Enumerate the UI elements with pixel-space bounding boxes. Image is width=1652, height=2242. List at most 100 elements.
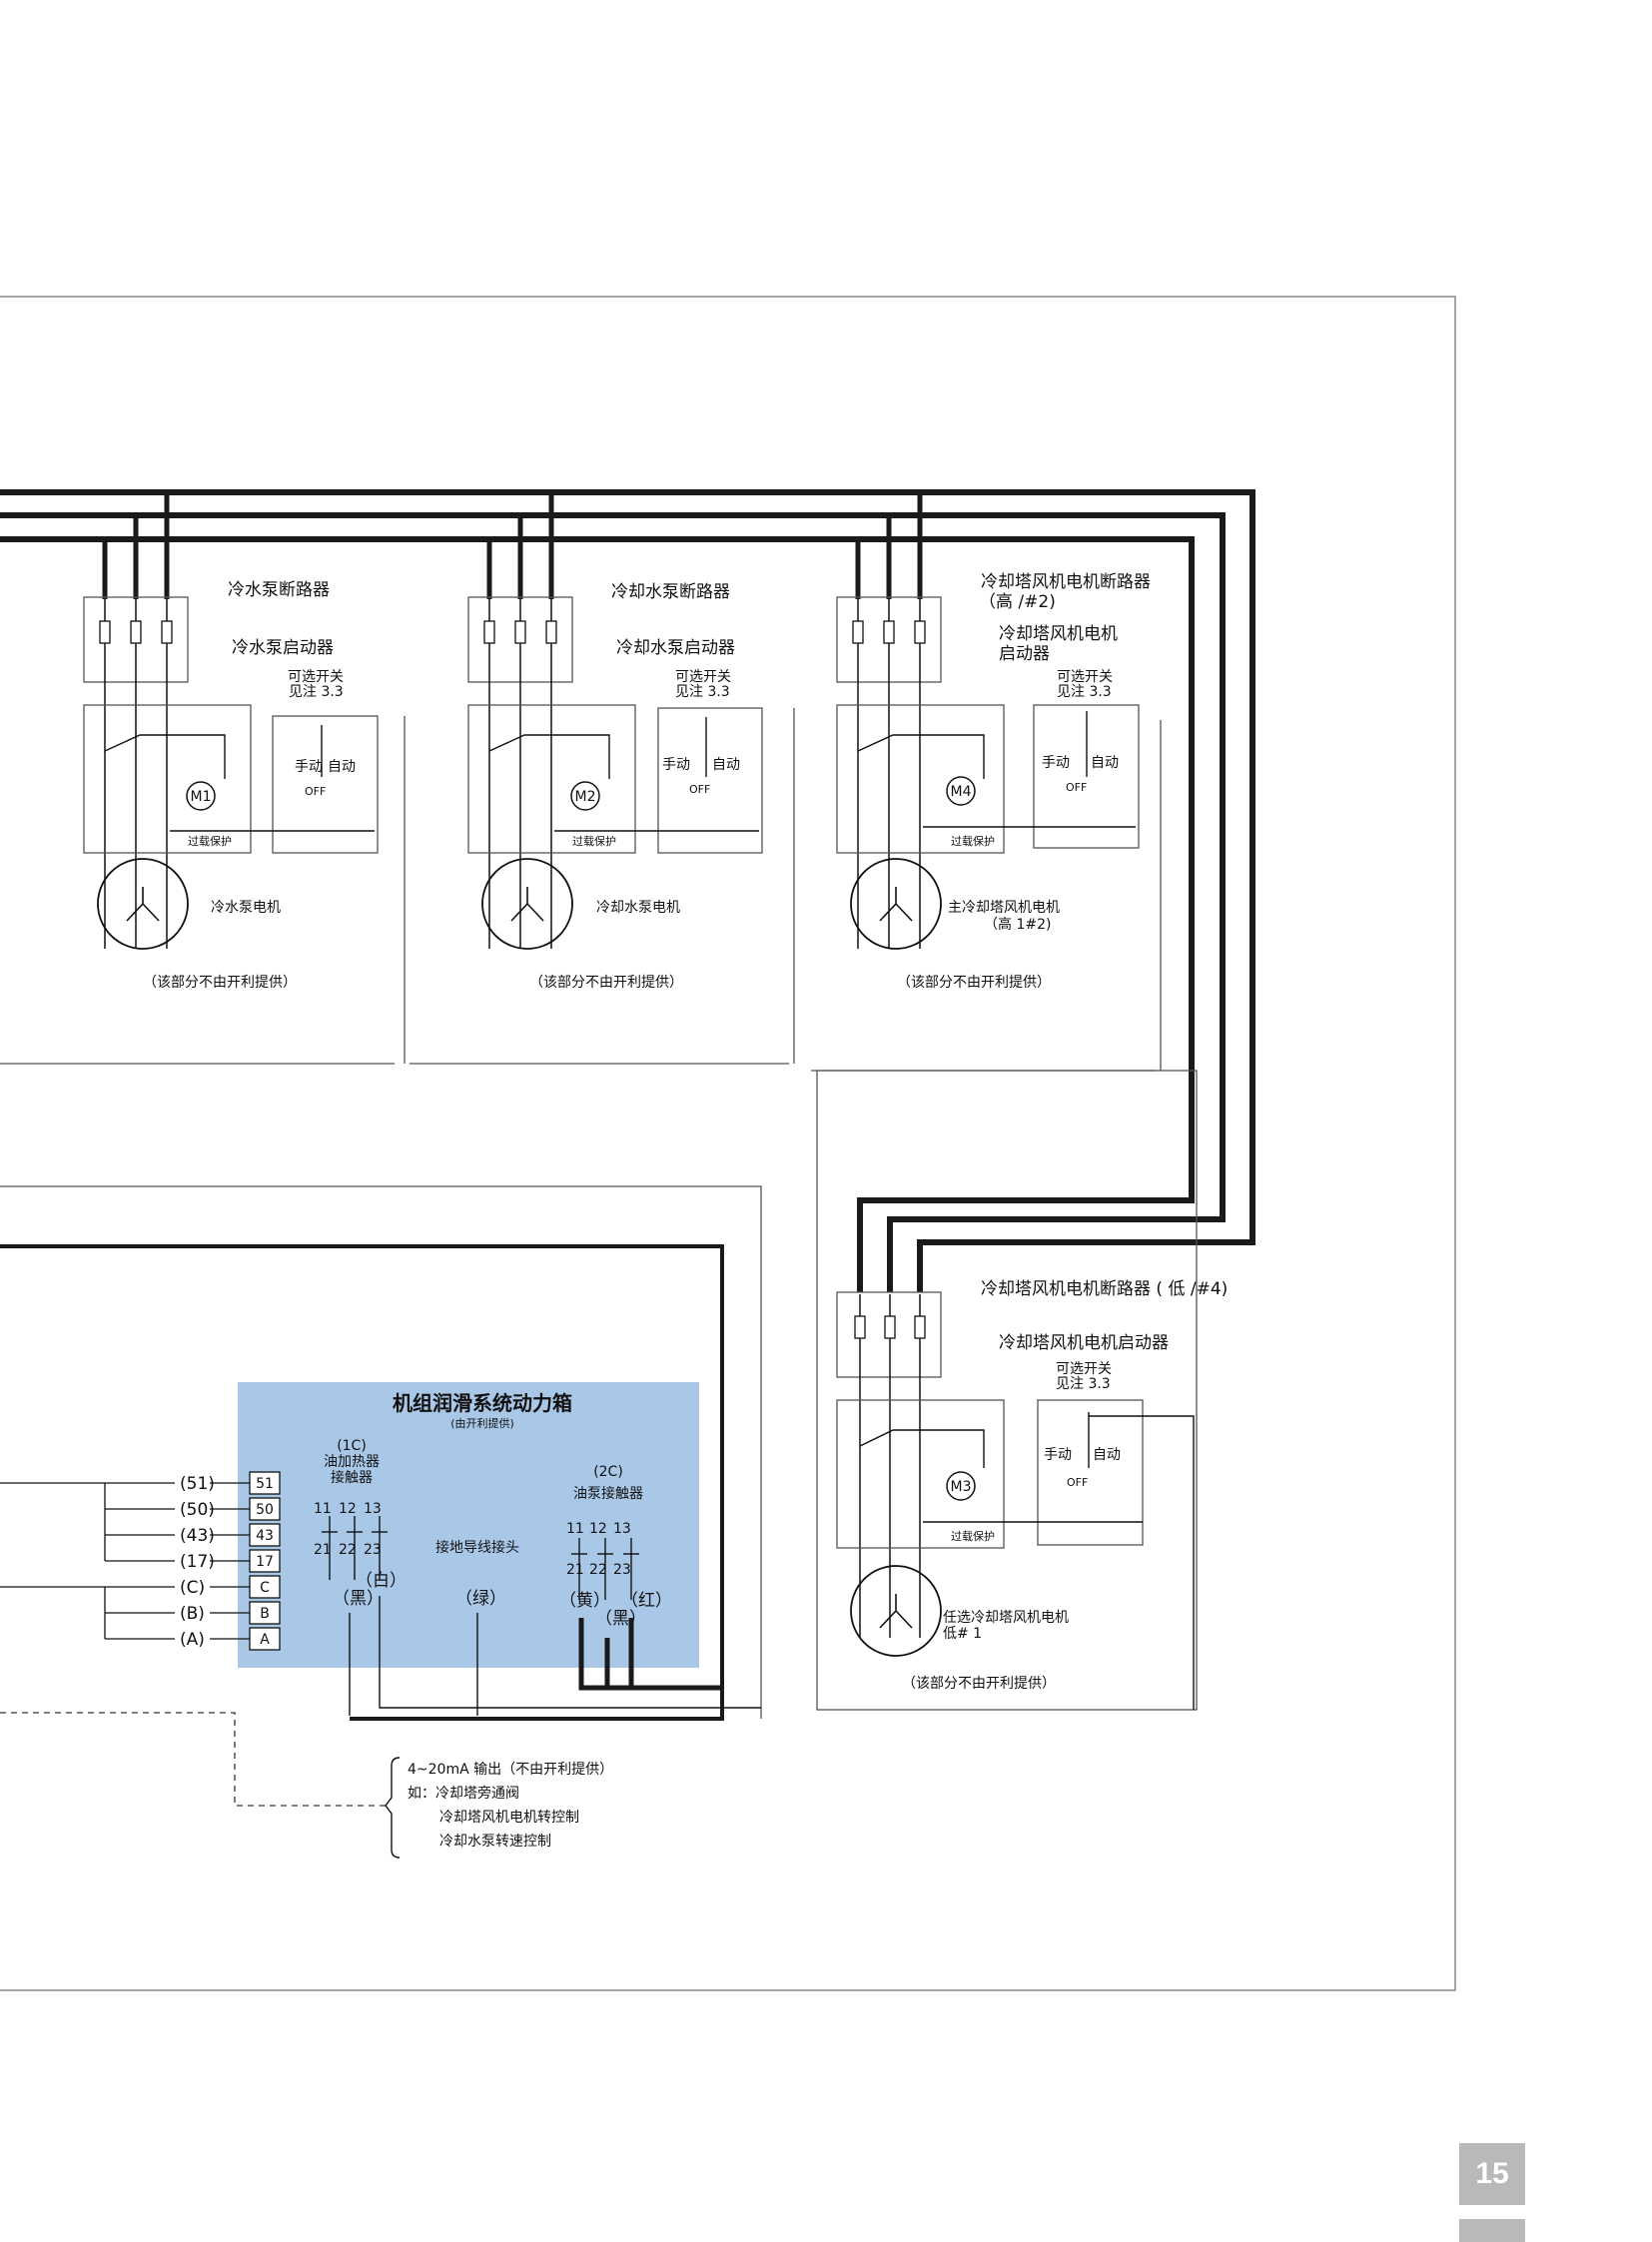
terminal-b: B xyxy=(260,1606,270,1622)
svg-text:自动: 自动 xyxy=(1091,755,1119,771)
analog-output-note: 4~20mA 输出（不由开利提供） 如：冷却塔旁通阀 冷却塔风机电机转控制 冷却… xyxy=(0,1712,613,1859)
motor-label-4: 任选冷却塔风机电机 xyxy=(943,1610,1069,1626)
svg-text:（绿）: （绿） xyxy=(455,1589,506,1609)
svg-text:OFF: OFF xyxy=(1066,781,1087,794)
svg-text:(51): (51) xyxy=(180,1474,215,1494)
svg-text:(50): (50) xyxy=(180,1500,215,1520)
column-cooling-water-pump: M2 手动 自动 OFF 过载保护 冷却水泵电机 （该部分不由开利提供） 冷却水… xyxy=(410,582,795,1065)
lube-power-box: 机组润滑系统动力箱 (由开利提供) (1C) 油加热器 接触器 11 12 13… xyxy=(0,1185,762,1721)
svg-text:OFF: OFF xyxy=(689,783,710,796)
starter-label-4: 冷却塔风机电机启动器 xyxy=(999,1333,1169,1353)
svg-text:手动: 手动 xyxy=(1042,755,1070,771)
svg-text:低# 1: 低# 1 xyxy=(943,1626,982,1642)
svg-text:11: 11 xyxy=(314,1501,332,1517)
svg-text:手动: 手动 xyxy=(1044,1447,1072,1463)
svg-text:4~20mA 输出（不由开利提供）: 4~20mA 输出（不由开利提供） xyxy=(408,1762,613,1778)
motor-label-1: 冷水泵电机 xyxy=(211,900,281,916)
terminal-51: 51 xyxy=(256,1476,274,1492)
svg-text:(17): (17) xyxy=(180,1552,215,1572)
svg-text:(A): (A) xyxy=(180,1630,205,1650)
svg-text:（高 1#2): （高 1#2) xyxy=(984,916,1051,933)
svg-text:冷却水泵转速控制: 冷却水泵转速控制 xyxy=(439,1834,551,1850)
svg-text:OFF: OFF xyxy=(305,785,326,798)
motor-label-3: 主冷却塔风机电机 xyxy=(948,900,1060,916)
svg-text:过载保护: 过载保护 xyxy=(951,1529,995,1543)
svg-text:(B): (B) xyxy=(180,1604,205,1624)
diagram-frame xyxy=(0,296,1456,1991)
svg-text:自动: 自动 xyxy=(712,757,740,773)
svg-text:手动: 手动 xyxy=(295,759,323,775)
terminal-c: C xyxy=(260,1580,270,1596)
svg-text:油泵接触器: 油泵接触器 xyxy=(573,1485,643,1502)
svg-text:见注 3.3: 见注 3.3 xyxy=(289,684,344,700)
svg-text:过载保护: 过载保护 xyxy=(572,834,616,848)
svg-text:OFF: OFF xyxy=(1067,1476,1088,1489)
svg-text:油加热器: 油加热器 xyxy=(324,1454,380,1470)
svg-text:如：冷却塔旁通阀: 如：冷却塔旁通阀 xyxy=(408,1785,519,1802)
svg-text:23: 23 xyxy=(613,1562,631,1578)
svg-text:见注 3.3: 见注 3.3 xyxy=(1056,1376,1111,1392)
svg-text:(2C): (2C) xyxy=(593,1464,623,1480)
starter-label-2: 冷却水泵启动器 xyxy=(616,638,735,658)
svg-text:过载保护: 过载保护 xyxy=(188,834,232,848)
svg-text:22: 22 xyxy=(339,1542,357,1558)
svg-text:过载保护: 过载保护 xyxy=(951,834,995,848)
svg-text:可选开关: 可选开关 xyxy=(1056,1361,1112,1377)
starter-label-3: 冷却塔风机电机 xyxy=(999,624,1118,644)
power-bus xyxy=(0,489,1255,1292)
column-cooling-tower-fan-low: M3 手动 自动 OFF 过载保护 任选冷却塔风机电机 低# 1 （该部分不由开… xyxy=(816,1070,1228,1711)
svg-text:手动: 手动 xyxy=(662,757,690,773)
svg-text:（该部分不由开利提供）: （该部分不由开利提供） xyxy=(902,1676,1056,1692)
svg-text:（该部分不由开利提供）: （该部分不由开利提供） xyxy=(897,975,1051,991)
svg-text:自动: 自动 xyxy=(1093,1447,1121,1463)
lube-box-title: 机组润滑系统动力箱 xyxy=(393,1391,572,1415)
svg-text:21: 21 xyxy=(314,1542,332,1558)
svg-text:见注 3.3: 见注 3.3 xyxy=(675,684,730,700)
column-chilled-water-pump: M1 手动 自动 OFF 过载保护 冷水泵电机 （该部分不由开利提供） 冷水泵断… xyxy=(0,580,406,1065)
svg-text:23: 23 xyxy=(364,1542,382,1558)
svg-text:(C): (C) xyxy=(180,1578,205,1598)
svg-text:(由开利提供): (由开利提供) xyxy=(450,1416,514,1430)
svg-text:（黑）: （黑） xyxy=(333,1589,384,1609)
motor-id-m1: M1 xyxy=(191,789,212,805)
svg-text:见注 3.3: 见注 3.3 xyxy=(1057,684,1112,700)
starter-label-1: 冷水泵启动器 xyxy=(232,638,334,658)
svg-text:12: 12 xyxy=(339,1501,357,1517)
svg-text:启动器: 启动器 xyxy=(999,644,1050,664)
svg-text:（黄）: （黄） xyxy=(559,1591,610,1611)
terminal-a: A xyxy=(260,1632,270,1648)
svg-text:（高 /#2): （高 /#2) xyxy=(979,592,1056,612)
svg-text:可选开关: 可选开关 xyxy=(288,669,344,685)
svg-text:（黑）: （黑） xyxy=(595,1609,646,1629)
svg-text:（白）: （白） xyxy=(356,1571,407,1591)
svg-text:可选开关: 可选开关 xyxy=(675,669,731,685)
terminal-strip: 51 50 43 17 C B A (51) (50) (43) (17) (C… xyxy=(0,1471,281,1651)
motor-id-m2: M2 xyxy=(575,789,596,805)
svg-text:13: 13 xyxy=(364,1501,382,1517)
ground-connector-label: 接地导线接头 xyxy=(435,1539,519,1556)
svg-text:可选开关: 可选开关 xyxy=(1057,669,1113,685)
page-number: 15 xyxy=(1459,2143,1525,2205)
breaker-label-4: 冷却塔风机电机断路器 ( 低 /#4) xyxy=(981,1279,1228,1299)
svg-text:13: 13 xyxy=(613,1521,631,1537)
svg-text:（该部分不由开利提供）: （该部分不由开利提供） xyxy=(143,975,297,991)
motor-label-2: 冷却水泵电机 xyxy=(596,900,680,916)
motor-id-m4: M4 xyxy=(951,784,972,800)
svg-text:22: 22 xyxy=(589,1562,607,1578)
page-tab-decoration xyxy=(1459,2219,1525,2242)
svg-text:自动: 自动 xyxy=(328,759,356,775)
terminal-43: 43 xyxy=(256,1528,274,1544)
svg-text:（该部分不由开利提供）: （该部分不由开利提供） xyxy=(529,975,683,991)
svg-text:(1C): (1C) xyxy=(337,1438,367,1454)
bus-drops xyxy=(102,492,923,599)
svg-text:21: 21 xyxy=(566,1562,584,1578)
svg-text:11: 11 xyxy=(566,1521,584,1537)
svg-text:冷却塔风机电机转控制: 冷却塔风机电机转控制 xyxy=(439,1810,579,1826)
svg-text:（红）: （红） xyxy=(621,1591,672,1611)
breaker-label-1: 冷水泵断路器 xyxy=(228,580,330,600)
svg-text:接触器: 接触器 xyxy=(331,1469,373,1486)
breaker-label-2: 冷却水泵断路器 xyxy=(611,582,730,602)
terminal-50: 50 xyxy=(256,1502,274,1518)
breaker-label-3: 冷却塔风机电机断路器 xyxy=(981,572,1151,592)
